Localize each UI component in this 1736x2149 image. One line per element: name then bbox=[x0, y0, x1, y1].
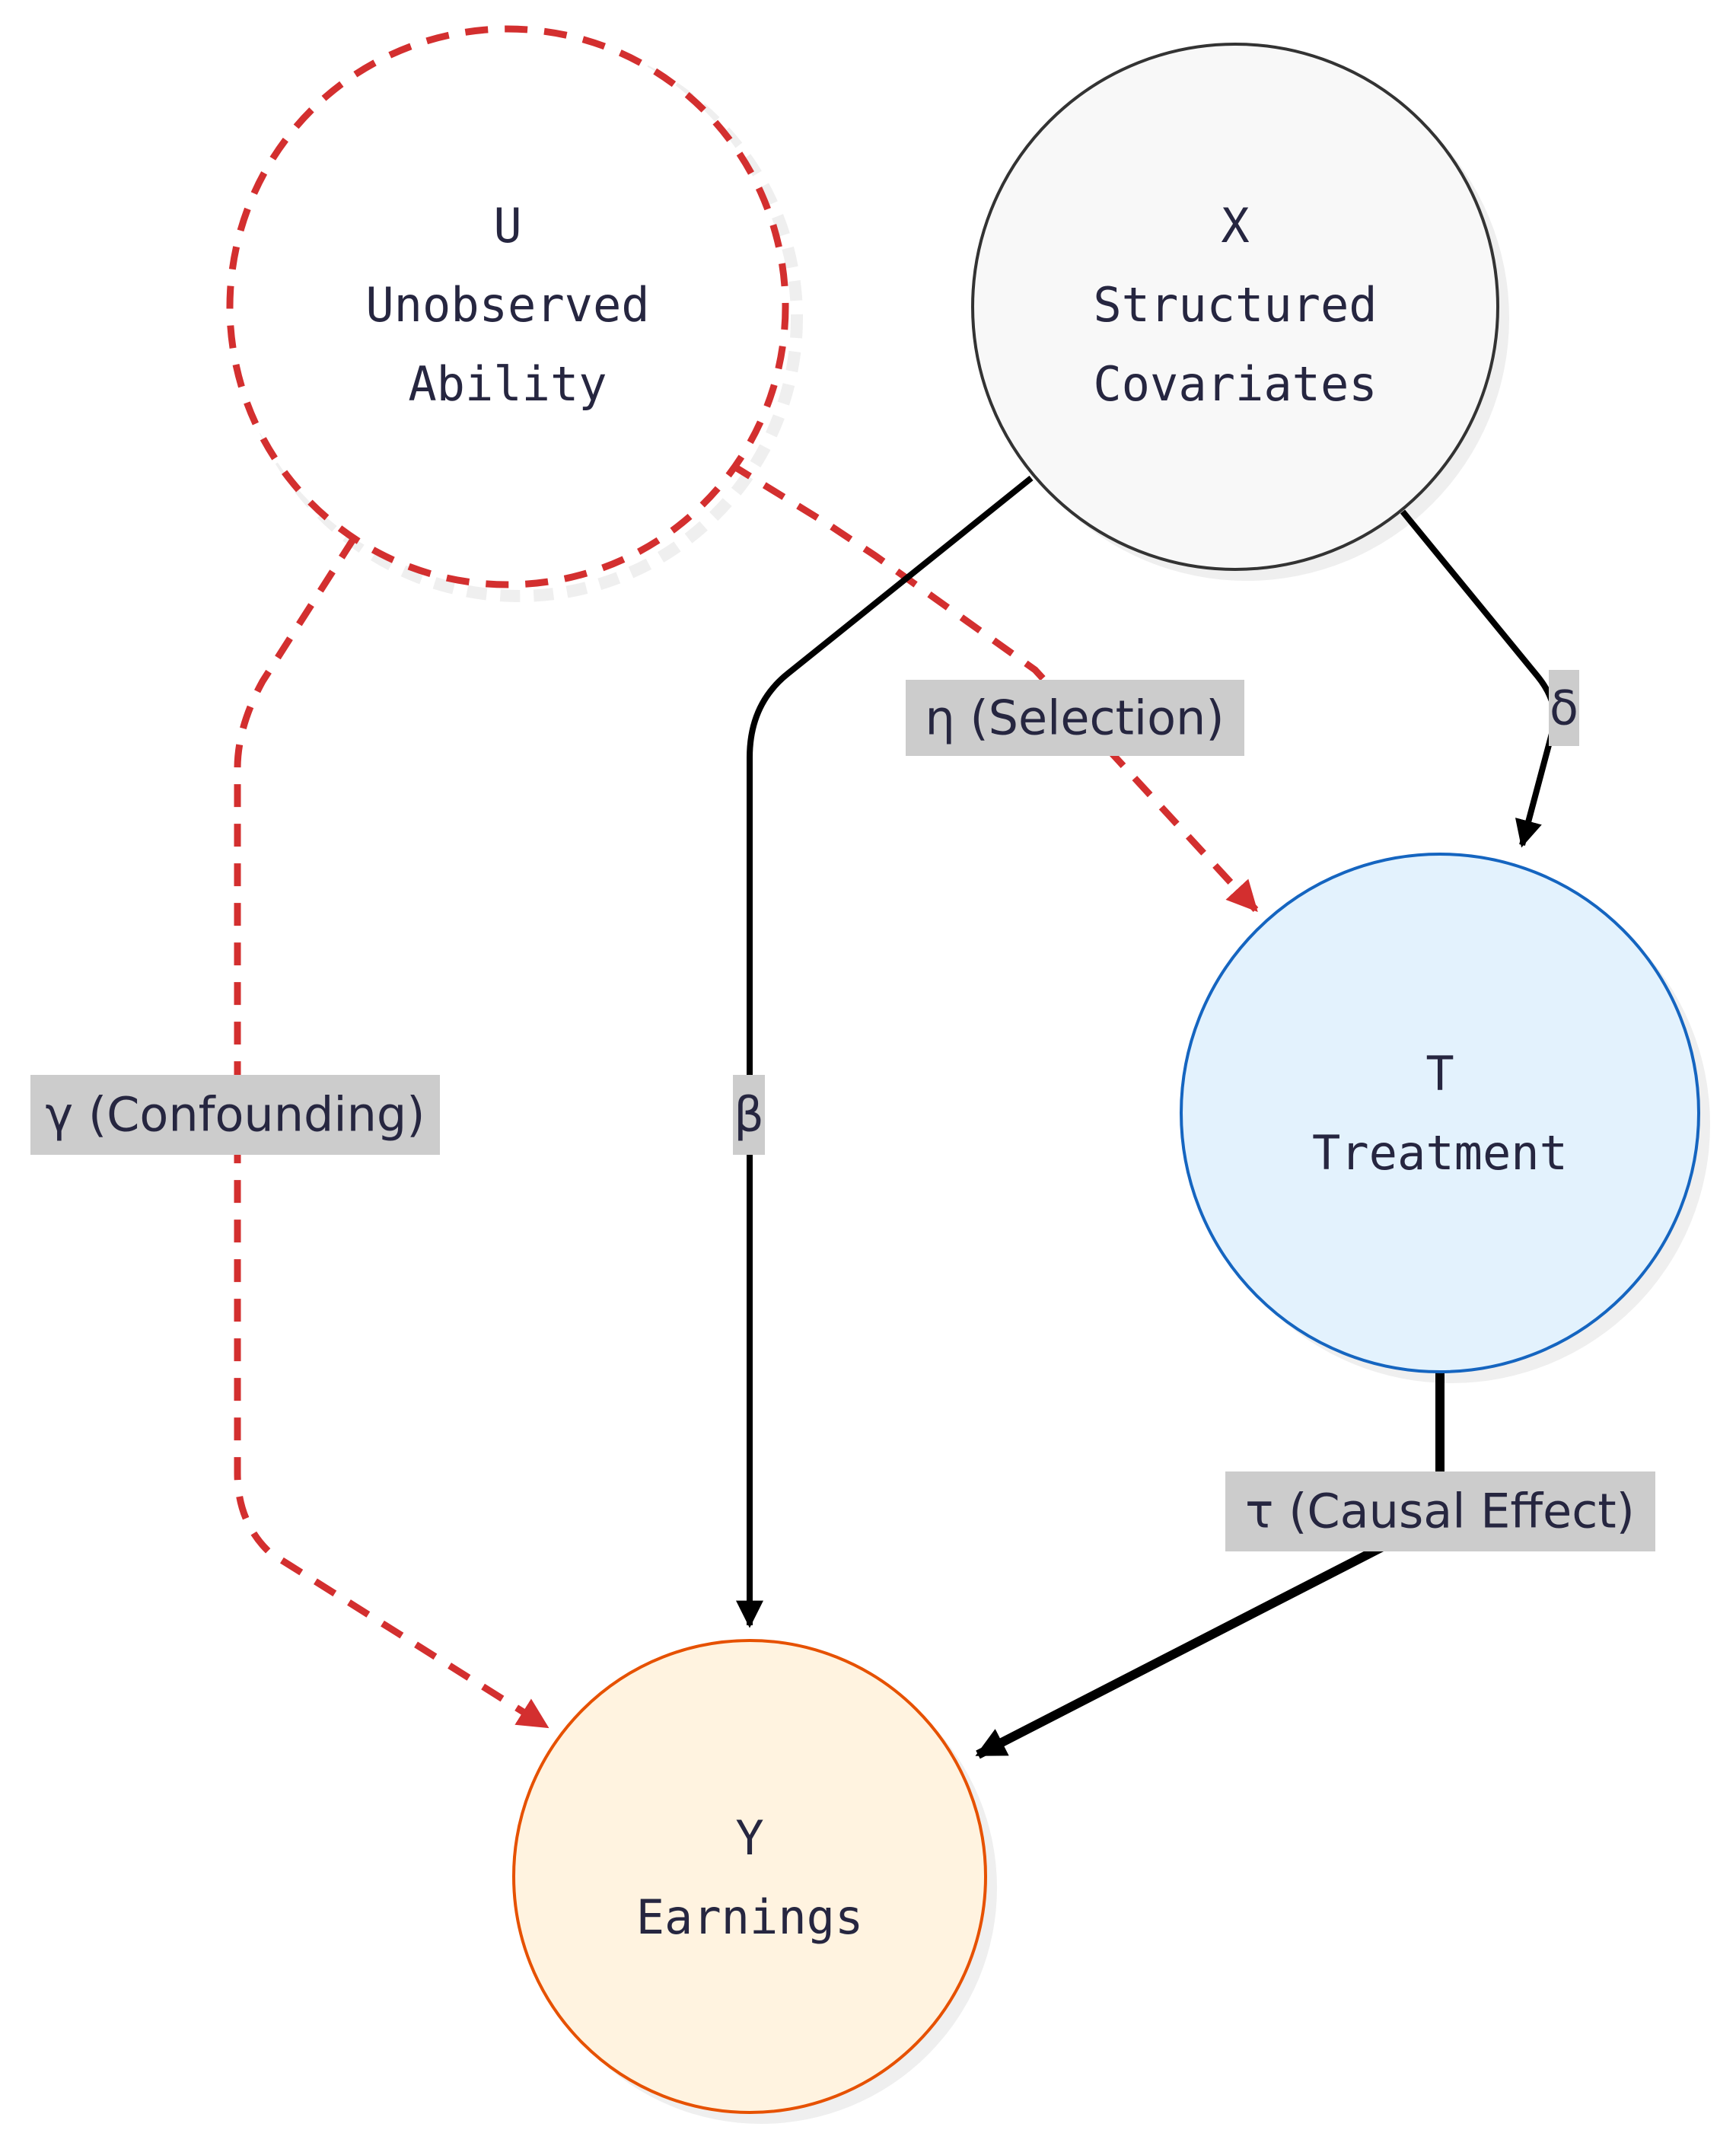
edge-selection-u-to-t[interactable] bbox=[728, 461, 1259, 913]
edge-delta-x-to-t[interactable] bbox=[1400, 509, 1558, 848]
edge-causal-t-to-y[interactable] bbox=[975, 1372, 1445, 1759]
edge-label-beta: β bbox=[733, 1075, 765, 1155]
edge-beta-x-to-y[interactable] bbox=[736, 475, 1034, 1628]
node-u-label-line1: Unobserved bbox=[365, 277, 649, 333]
node-x-circle bbox=[971, 43, 1499, 571]
node-t-label: Treatment bbox=[1312, 1125, 1568, 1181]
node-x-label-line2: Covariates bbox=[1093, 356, 1377, 412]
node-u-circle bbox=[226, 25, 789, 588]
node-x-symbol: X bbox=[1221, 198, 1249, 253]
edge-label-selection-bg bbox=[906, 680, 1244, 756]
edge-confounding-u-to-y[interactable] bbox=[234, 536, 549, 1730]
node-x[interactable]: X Structured Covariates bbox=[971, 43, 1499, 571]
node-t[interactable]: T Treatment bbox=[1180, 853, 1700, 1373]
edge-label-confounding-text: γ (Confounding) bbox=[46, 1087, 425, 1143]
edge-label-causal: τ (Causal Effect) bbox=[1225, 1471, 1655, 1551]
node-t-circle bbox=[1180, 853, 1700, 1373]
edge-label-delta-text: δ bbox=[1550, 681, 1578, 736]
edge-label-delta-bg bbox=[1549, 670, 1579, 746]
edge-label-beta-text: β bbox=[734, 1087, 764, 1143]
edge-label-selection: η (Selection) bbox=[906, 680, 1244, 756]
edge-label-beta-bg bbox=[733, 1075, 765, 1155]
node-t-symbol: T bbox=[1425, 1046, 1454, 1102]
node-u-label-line2: Ability bbox=[408, 356, 607, 412]
edge-label-confounding: γ (Confounding) bbox=[30, 1075, 440, 1155]
node-u[interactable]: U Unobserved Ability bbox=[226, 25, 789, 588]
edge-label-selection-text: η (Selection) bbox=[925, 690, 1224, 746]
edge-label-causal-text: τ (Causal Effect) bbox=[1245, 1484, 1635, 1539]
node-y[interactable]: Y Earnings bbox=[512, 1639, 987, 2114]
edge-label-confounding-bg bbox=[30, 1075, 440, 1155]
node-y-circle bbox=[512, 1639, 987, 2114]
edge-label-delta: δ bbox=[1549, 670, 1579, 746]
edge-label-causal-bg bbox=[1225, 1471, 1655, 1551]
node-y-label: Earnings bbox=[636, 1889, 864, 1945]
node-y-symbol: Y bbox=[735, 1810, 763, 1866]
node-u-symbol: U bbox=[493, 198, 521, 253]
node-x-label-line1: Structured bbox=[1093, 277, 1377, 333]
